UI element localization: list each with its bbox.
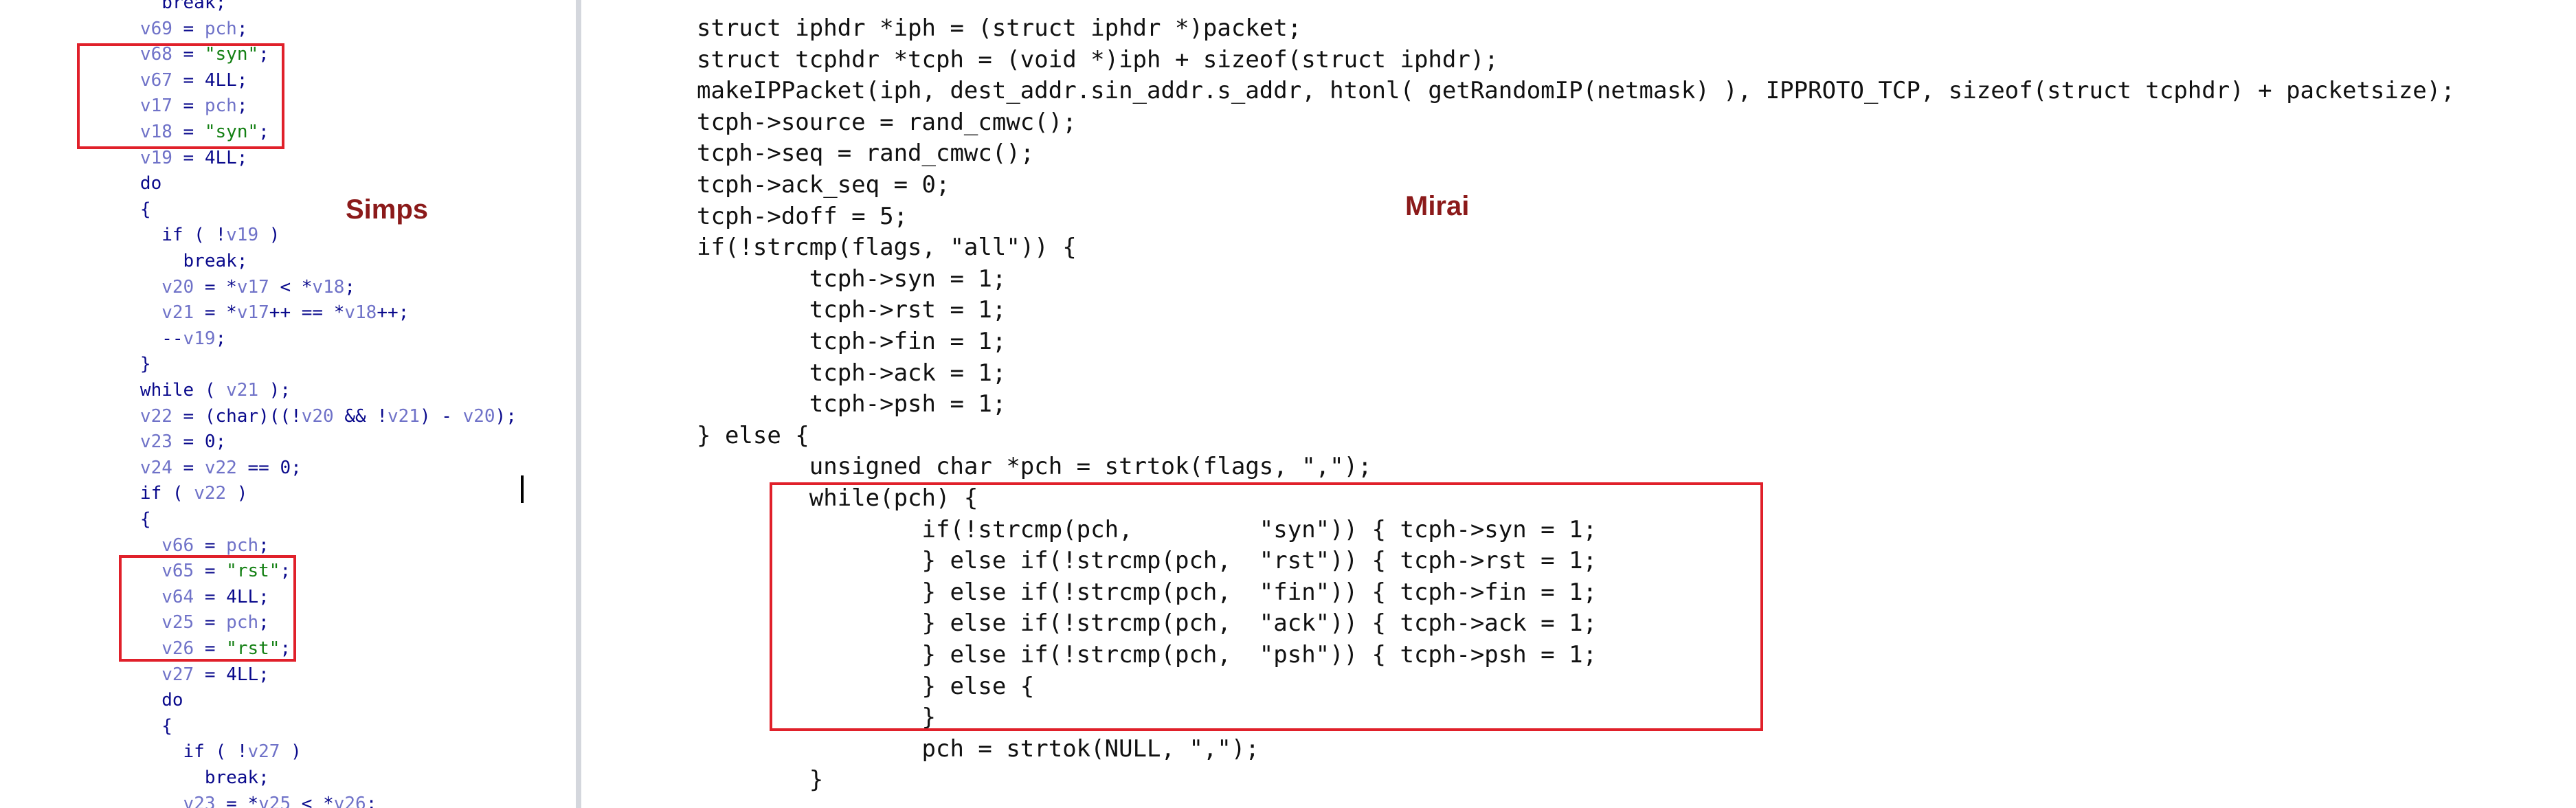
pane-divider[interactable] [576,0,581,808]
code-line: tcph->doff = 5; [697,202,908,230]
code-line: v65 = "rst"; [161,561,291,582]
code-line: } [697,766,824,794]
code-line: v23 = *v25 < *v26; [183,793,377,808]
code-line: break; [76,251,248,271]
code-line: v18 = "syn"; [139,122,269,142]
code-line: tcph->psh = 1; [697,390,1007,418]
code-line: { [76,509,151,530]
code-line: } [697,704,936,732]
code-line: v22 = (char)((!v20 && !v21) - v20); [139,405,517,427]
code-line: v67 = 4LL; [139,69,248,91]
code-line: } [76,354,151,375]
code-line: v21 = *v17++ == *v18++; [161,302,410,324]
code-line: break; [76,0,227,13]
code-line: v68 = "syn"; [139,44,269,65]
code-line: tcph->fin = 1; [697,328,1007,355]
flag-parsing-highlight-box-mirai [770,482,1763,731]
simps-label: Simps [346,194,429,225]
code-line: do [76,173,162,194]
code-line: v23 = 0; [139,431,227,453]
code-line: v26 = "rst"; [161,638,291,659]
mirai-label: Mirai [1405,191,1470,221]
code-line: tcph->rst = 1; [697,296,1007,324]
code-line: } else { [697,421,809,449]
code-line: do [76,690,183,711]
code-line: { [76,199,151,220]
rst-highlight-box-simps [119,555,296,662]
code-line: if ( v22 ) [76,483,248,504]
code-line: v27 = 4LL; [161,664,269,685]
code-line: } else { [697,672,1035,700]
code-line: if(!strcmp(pch, "syn")) { tcph->syn = 1; [697,515,1598,543]
code-line: v69 = pch; [139,18,248,39]
code-line: } else if(!strcmp(pch, "fin")) { tcph->f… [697,578,1598,606]
code-line: while ( v21 ); [76,380,291,401]
syn-highlight-box-simps [77,43,284,149]
code-line: struct iphdr *iph = (struct iphdr *)pack… [697,14,1302,42]
code-line: if ( !v27 ) [76,741,302,763]
mirai-source-code-pane[interactable]: struct iphdr *iph = (struct iphdr *)pack… [581,0,2576,808]
code-line: v17 = pch; [139,96,248,117]
code-line: { [76,715,172,737]
code-line: makeIPPacket(iph, dest_addr.sin_addr.s_a… [697,77,2455,105]
code-line: --v19; [76,328,227,349]
code-line: while(pch) { [697,484,978,512]
code-line: v64 = 4LL; [161,586,269,607]
simps-decompiled-code-pane[interactable]: break; v69 = pch; v68 = "syn"; v67 = 4LL… [0,0,576,808]
code-line: v25 = pch; [161,612,269,633]
code-line: v66 = pch; [161,535,269,556]
code-line: if(!strcmp(flags, "all")) { [697,234,1077,262]
code-line: pch = strtok(NULL, ","); [697,734,1259,763]
code-line: v24 = v22 == 0; [139,457,302,478]
code-line: } else if(!strcmp(pch, "rst")) { tcph->r… [697,547,1598,575]
code-line: v20 = *v17 < *v18; [161,276,356,298]
code-line: struct tcphdr *tcph = (void *)iph + size… [697,45,1499,74]
code-line: break; [76,767,269,788]
code-line: } else if(!strcmp(pch, "ack")) { tcph->a… [697,609,1598,638]
code-line: tcph->syn = 1; [697,265,1007,293]
code-line: tcph->ack_seq = 0; [697,171,950,199]
code-line: tcph->ack = 1; [697,359,1007,387]
code-line: } else if(!strcmp(pch, "psh")) { tcph->p… [697,641,1598,669]
text-cursor [521,475,524,503]
code-line: if ( !v19 ) [76,225,280,246]
code-line: tcph->seq = rand_cmwc(); [697,139,1035,168]
code-line: unsigned char *pch = strtok(flags, ","); [697,453,1372,481]
code-line: v19 = 4LL; [139,147,248,168]
code-line: tcph->source = rand_cmwc(); [697,108,1077,136]
